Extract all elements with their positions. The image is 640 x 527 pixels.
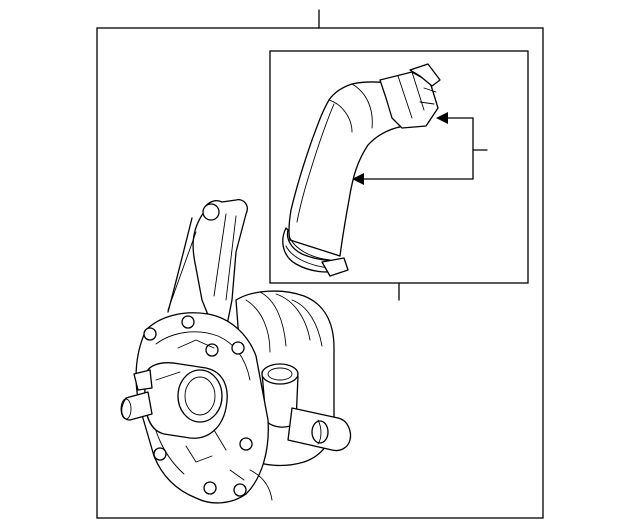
hose-callout-bracket	[352, 112, 488, 185]
coolant-hose-drawing	[282, 63, 441, 277]
water-pump-drawing	[120, 199, 352, 504]
arrow-lower	[352, 173, 364, 185]
housing-bolts	[143, 315, 253, 497]
arrow-upper	[436, 112, 448, 124]
assembly-frame	[96, 27, 544, 519]
